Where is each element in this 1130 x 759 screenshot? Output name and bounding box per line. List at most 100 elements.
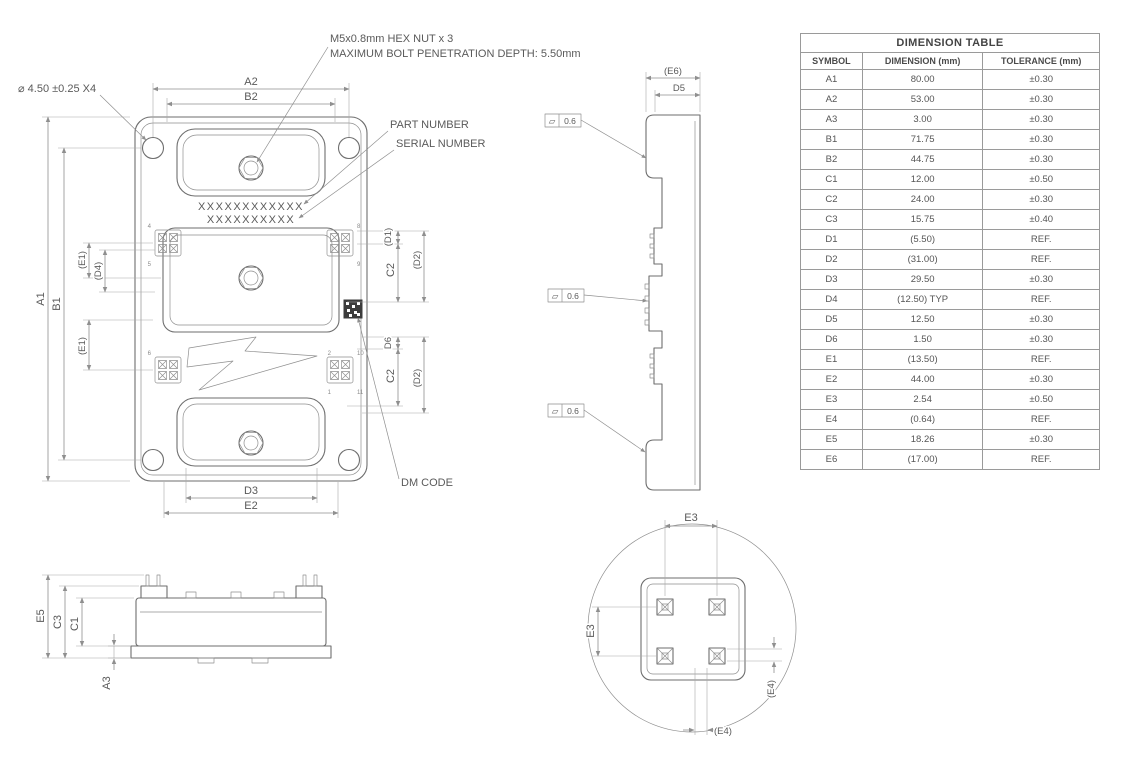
table-cell: REF. [982, 449, 1100, 470]
dim-label-d3: D3 [244, 485, 258, 497]
pin-block-left [140, 585, 168, 599]
table-cell: B2 [800, 149, 863, 170]
dim-c2-upper: C2 [347, 243, 429, 303]
hole-callout: ⌀ 4.50 ±0.25 X4 [18, 83, 96, 95]
connector-4pin-bottom-left [154, 356, 182, 384]
bottom-housing [135, 597, 327, 647]
front-view: XXXXXXXXXXXX XXXXXXXXXX 4 8 5 9 6 2 10 1… [18, 33, 581, 518]
table-cell: ±0.30 [982, 429, 1100, 450]
pin-number: 9 [357, 262, 361, 268]
brand-arrow-logo [186, 336, 318, 391]
dim-d1: (D1) [357, 226, 429, 248]
table-cell: E3 [800, 389, 863, 410]
dm-code [343, 299, 363, 319]
table-cell: ±0.30 [982, 189, 1100, 210]
table-cell: 15.75 [861, 209, 984, 230]
table-cell: REF. [982, 409, 1100, 430]
table-row: E1(13.50)REF. [800, 349, 1100, 370]
pin-number: 6 [148, 351, 152, 357]
table-cell: (31.00) [861, 249, 984, 270]
table-title-row: DIMENSION TABLE [800, 33, 1100, 53]
dim-e3-horizontal: E3 [664, 511, 718, 596]
table-cell: B1 [800, 129, 863, 150]
dim-label-d4: (D4) [93, 262, 104, 280]
table-cell: ±0.30 [982, 69, 1100, 90]
table-cell: 1.50 [861, 329, 984, 350]
side-view: (E6) D5 ▱ 0.6 ▱ 0.6 ▱ 0.6 [544, 65, 701, 491]
table-cell: 53.00 [861, 89, 984, 110]
dim-b1: B1 [50, 147, 141, 461]
column-header: TOLERANCE (mm) [982, 52, 1100, 70]
pin-number: 11 [357, 390, 364, 396]
table-cell: C1 [800, 169, 863, 190]
table-cell: ±0.30 [982, 149, 1100, 170]
table-cell: ±0.30 [982, 129, 1100, 150]
dim-a3: A3 [100, 634, 131, 691]
dim-label-e3: E3 [684, 512, 697, 524]
leader-hex-nut [256, 46, 329, 163]
dim-label-e4: (E4) [714, 726, 732, 737]
dim-c1: C1 [68, 597, 134, 647]
dim-label-d1: (D1) [383, 228, 394, 246]
leader-serial-number [298, 149, 395, 219]
detail-pin [656, 598, 674, 616]
mounting-holes [141, 136, 361, 472]
table-cell: (13.50) [861, 349, 984, 370]
table-row: E6(17.00)REF. [800, 449, 1100, 470]
table-cell: (5.50) [861, 229, 984, 250]
leader-flatness [583, 409, 646, 453]
table-cell: D5 [800, 309, 863, 330]
table-cell: ±0.30 [982, 329, 1100, 350]
hex-nut-callout: M5x0.8mm HEX NUT x 3 [330, 33, 453, 45]
table-title: DIMENSION TABLE [800, 33, 1100, 53]
table-cell: ±0.30 [982, 309, 1100, 330]
dim-e3-vertical: E3 [584, 606, 656, 657]
dim-a1: A1 [34, 116, 130, 482]
pin-number: 8 [357, 224, 361, 230]
table-cell: 80.00 [861, 69, 984, 90]
dim-label-c1: C1 [69, 617, 81, 631]
column-header: SYMBOL [800, 52, 863, 70]
detail-view: E3 E3 (E4) (E4) [584, 511, 797, 739]
hex-nut-top [238, 155, 264, 181]
leader-flatness [580, 119, 647, 159]
table-cell: REF. [982, 349, 1100, 370]
top-pad-inner [182, 134, 320, 191]
dim-d6: D6 [357, 335, 429, 351]
table-cell: 24.00 [861, 189, 984, 210]
table-cell: E6 [800, 449, 863, 470]
top-pad [176, 128, 326, 197]
dim-label-e1: (E1) [77, 251, 88, 269]
dim-d2-upper: (D2) [411, 230, 427, 303]
flatness-value: 0.6 [567, 406, 579, 416]
column-header: DIMENSION (mm) [861, 52, 984, 70]
table-cell: D3 [800, 269, 863, 290]
dim-label-d2: (D2) [412, 369, 423, 387]
pin-number: 10 [357, 351, 364, 357]
pin-numbers: 4 8 5 9 6 2 10 1 11 [148, 224, 365, 396]
baseplate-feet [197, 657, 269, 664]
table-cell: A2 [800, 89, 863, 110]
dim-c2-lower: C2 [347, 348, 403, 407]
table-cell: ±0.30 [982, 89, 1100, 110]
serial-number-callout: SERIAL NUMBER [396, 138, 486, 150]
bottom-pins [145, 574, 318, 599]
table-cell: 18.26 [861, 429, 984, 450]
dim-label-c2: C2 [385, 263, 397, 277]
table-cell: E1 [800, 349, 863, 370]
detail-connector-inner [646, 583, 740, 675]
table-cell: 12.00 [861, 169, 984, 190]
detail-connector-outline [640, 577, 746, 681]
dim-label-b2: B2 [244, 91, 257, 103]
dim-label-e5: E5 [35, 609, 47, 622]
table-cell: 71.75 [861, 129, 984, 150]
pin-number: 2 [328, 351, 332, 357]
